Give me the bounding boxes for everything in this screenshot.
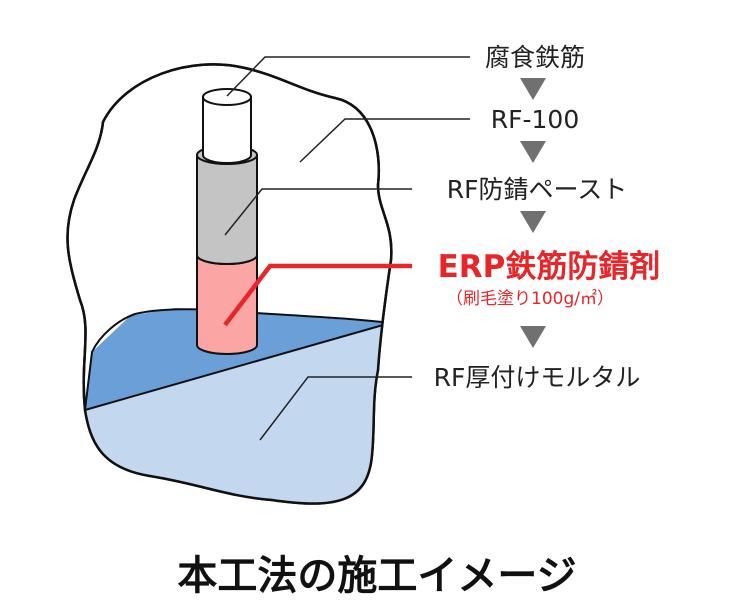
leader-line-rf100 bbox=[299, 118, 470, 163]
label-mortar: RF厚付けモルタル bbox=[434, 363, 641, 392]
mortar-front-face bbox=[67, 323, 392, 504]
rebar-core bbox=[202, 88, 252, 164]
label-erp-agent: ERP鉄筋防錆剤 bbox=[438, 249, 661, 285]
mortar-top-face bbox=[85, 308, 390, 410]
leader-line-erp bbox=[223, 263, 412, 327]
down-arrow-icon bbox=[520, 326, 546, 348]
leader-line-corroded-rebar bbox=[226, 56, 470, 97]
leader-line-rust-paste bbox=[224, 188, 412, 236]
label-rf100: RF-100 bbox=[491, 105, 580, 134]
leader-line-mortar bbox=[259, 376, 412, 441]
down-arrow-icon bbox=[520, 211, 546, 233]
label-rust-paste: RF防錆ペースト bbox=[447, 175, 628, 204]
down-arrow-icon bbox=[520, 141, 546, 163]
down-arrow-icon bbox=[520, 78, 546, 100]
label-corroded-rebar: 腐食鉄筋 bbox=[485, 43, 585, 72]
page-title: 本工法の施工イメージ bbox=[177, 553, 576, 599]
label-erp-note: （刷毛塗り100g/㎡） bbox=[446, 288, 614, 309]
